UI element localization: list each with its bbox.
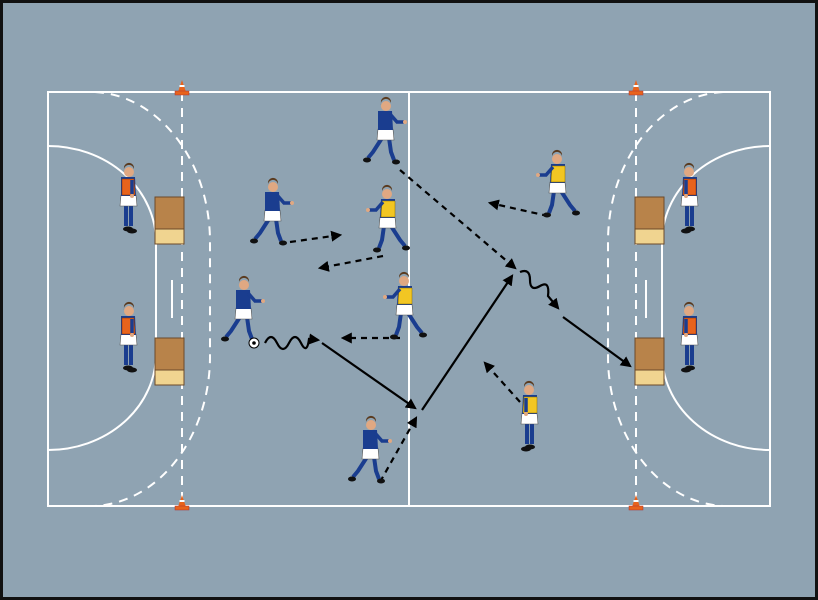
pass-arrow: [421, 274, 514, 411]
cone-icon: [628, 495, 644, 511]
dribble-arrow: [264, 333, 321, 351]
vaulting-box-icon: [634, 196, 665, 245]
run-arrow: [487, 199, 549, 218]
right-goal-area-line: [661, 145, 771, 451]
player-icon-yellow: [520, 380, 539, 452]
run-arrow: [289, 230, 343, 244]
player-icon-orange: [119, 162, 138, 234]
run-arrow: [483, 361, 521, 403]
ball-icon: [248, 337, 260, 349]
pass-arrow: [321, 342, 417, 410]
vaulting-box-icon: [154, 196, 185, 245]
player-icon-blue: [363, 96, 407, 165]
dribble-arrow: [519, 269, 560, 310]
left-goal-area-line: [47, 145, 157, 451]
cone-icon: [174, 495, 190, 511]
player-icon-blue: [221, 275, 265, 344]
vaulting-box-icon: [154, 337, 185, 386]
pass-arrow: [562, 316, 632, 368]
player-icon-orange: [680, 162, 699, 234]
player-icon-yellow: [366, 184, 410, 253]
cone-icon: [174, 80, 190, 96]
player-icon-yellow: [536, 149, 580, 218]
player-icon-blue: [250, 177, 294, 246]
player-icon-orange: [680, 301, 699, 373]
run-arrow: [399, 169, 517, 270]
player-icon-orange: [119, 301, 138, 373]
right-free-throw-line: [606, 91, 724, 507]
player-icon-yellow: [383, 271, 427, 340]
movement-arrows: [264, 169, 632, 483]
left-free-throw-line: [94, 91, 212, 507]
run-arrow: [379, 416, 418, 483]
vaulting-box-icon: [634, 337, 665, 386]
player-icon-blue: [348, 415, 392, 484]
cone-icon: [628, 80, 644, 96]
run-arrow: [317, 254, 384, 272]
